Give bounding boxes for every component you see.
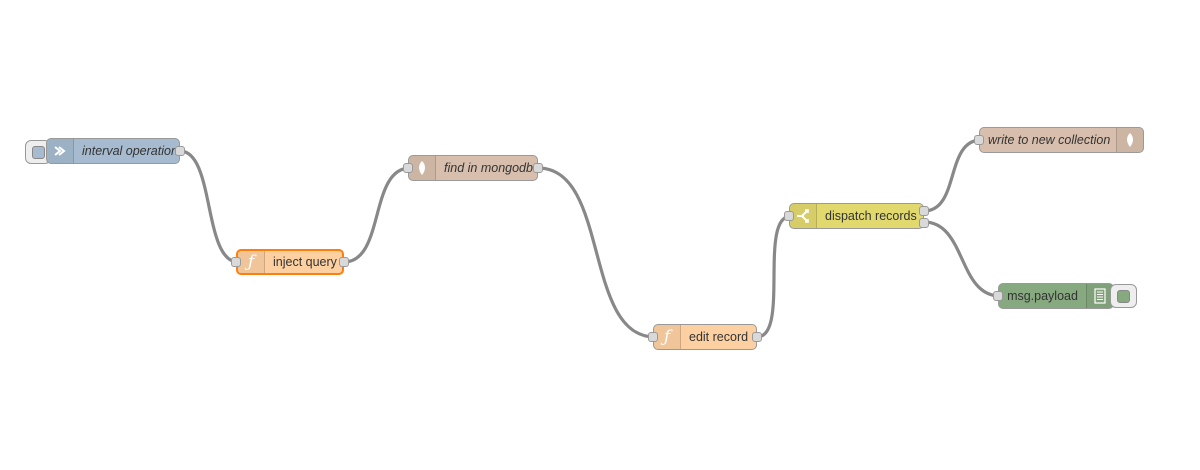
function-icon: ƒ: [238, 251, 265, 273]
node-find-in-mongodb[interactable]: find in mongodb: [403, 155, 543, 181]
wire-dispatch-to-write[interactable]: [922, 138, 983, 213]
output-port[interactable]: [533, 163, 543, 173]
debug-list-icon: [1086, 284, 1113, 308]
node-dispatch-records[interactable]: dispatch records: [784, 203, 929, 229]
inject-arrow-icon: [47, 139, 74, 163]
switch-icon: [790, 204, 817, 228]
output-port[interactable]: [339, 257, 349, 267]
output-port[interactable]: [175, 146, 185, 156]
wire-interval-to-inject-query[interactable]: [178, 149, 240, 264]
node-label: edit record: [689, 330, 749, 344]
node-label: msg.payload: [1007, 289, 1078, 303]
node-inject-query[interactable]: ƒ inject query: [231, 249, 349, 275]
node-label: dispatch records: [825, 209, 917, 223]
input-port[interactable]: [648, 332, 658, 342]
output-port[interactable]: [752, 332, 762, 342]
node-interval-operation[interactable]: interval operation: [46, 138, 185, 164]
input-port[interactable]: [974, 135, 984, 145]
input-port[interactable]: [403, 163, 413, 173]
node-write-to-new-collection[interactable]: write to new collection: [974, 127, 1144, 153]
inject-trigger-square-icon: [31, 145, 45, 159]
function-icon: ƒ: [654, 325, 681, 349]
node-label: interval operation: [82, 144, 178, 158]
input-port[interactable]: [784, 211, 794, 221]
input-port[interactable]: [993, 291, 1003, 301]
wire-inject-query-to-find[interactable]: [342, 166, 412, 264]
wire-dispatch-to-debug[interactable]: [922, 220, 1002, 298]
debug-toggle-button[interactable]: [1110, 284, 1137, 308]
node-label: write to new collection: [988, 133, 1111, 147]
node-label: inject query: [273, 255, 337, 269]
debug-toggle-square-icon: [1117, 289, 1130, 303]
output-port-2[interactable]: [919, 218, 929, 228]
input-port[interactable]: [231, 257, 241, 267]
wire-find-to-edit[interactable]: [536, 166, 657, 339]
node-edit-record[interactable]: ƒ edit record: [648, 324, 762, 350]
node-label: find in mongodb: [444, 161, 533, 175]
mongodb-leaf-icon: [409, 156, 436, 180]
wire-edit-to-dispatch[interactable]: [755, 214, 793, 339]
mongodb-leaf-icon: [1116, 128, 1143, 152]
node-msg-payload[interactable]: msg.payload: [993, 283, 1114, 309]
output-port-1[interactable]: [919, 206, 929, 216]
